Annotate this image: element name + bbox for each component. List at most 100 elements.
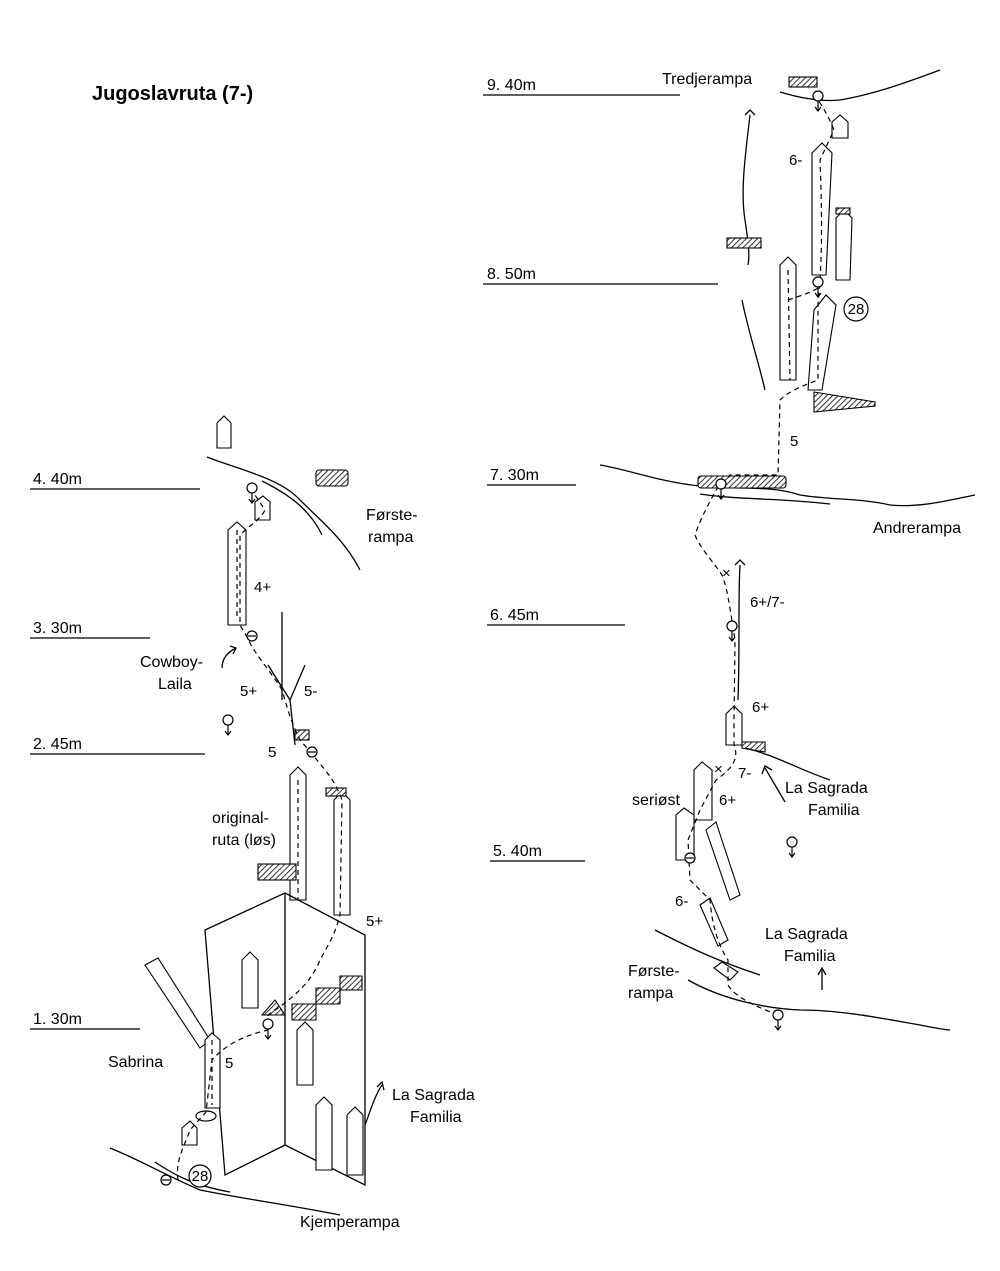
kjemperampa-ledge — [109, 1147, 341, 1216]
forsterampa-top-ledge — [206, 456, 361, 571]
roof-overhang-icon — [339, 975, 363, 991]
bolt-count-badge — [843, 296, 869, 322]
bolt-icon — [160, 1174, 172, 1186]
grade-label: 7- — [738, 765, 751, 782]
grade-label: 5+ — [366, 913, 383, 930]
grade-label: 6+/7- — [750, 594, 785, 611]
route-name: La Sagrada — [765, 926, 848, 943]
roof-overhang-icon — [726, 237, 762, 249]
crack-icon — [333, 791, 351, 916]
belay-anchor-icon — [786, 836, 798, 858]
crack-icon — [831, 114, 849, 139]
belay-anchor-icon — [222, 714, 234, 736]
grade-label: 6+ — [752, 699, 769, 716]
crack-line — [741, 299, 766, 391]
tredjerampa-ledge — [779, 69, 941, 102]
route-path — [687, 99, 835, 1016]
crack-icon — [227, 521, 247, 626]
crack-icon — [835, 209, 853, 281]
crack-icon — [675, 807, 695, 861]
crack-icon — [807, 294, 837, 391]
ledge-name: rampa — [368, 529, 413, 546]
roof-overhang-icon — [257, 863, 297, 881]
grade-label: 5+ — [240, 683, 257, 700]
crack-fork — [267, 664, 306, 702]
roof-overhang-icon — [697, 475, 787, 489]
belay-anchor-icon — [772, 1009, 784, 1031]
route-name: Cowboy- — [140, 654, 203, 671]
grade-label: 4+ — [254, 579, 271, 596]
grade-label: 6- — [789, 152, 802, 169]
route-name: original- — [212, 810, 269, 827]
crack-line — [742, 114, 751, 266]
roof-overhang-icon — [260, 999, 287, 1016]
route-name: Laila — [158, 676, 192, 693]
belay-anchor-icon — [262, 1018, 274, 1040]
bolt-count-text: 28 — [848, 301, 865, 318]
roof-overhang-icon — [315, 987, 341, 1005]
crack-icon — [811, 142, 833, 276]
crack-line — [737, 564, 741, 701]
belay-anchor-icon — [812, 276, 824, 298]
pitch-label-1: 1. 30m — [33, 1011, 82, 1028]
belay-anchor-icon — [726, 620, 738, 642]
bolt-icon — [246, 630, 258, 642]
ledge-name: Tredjerampa — [662, 71, 752, 88]
bolt-count-text: 28 — [192, 1168, 209, 1185]
pitch-label-7: 7. 30m — [490, 467, 539, 484]
pitch-label-3: 3. 30m — [33, 620, 82, 637]
route-name: La Sagrada — [785, 780, 868, 797]
arrow-icon — [364, 1084, 383, 1126]
roof-overhang-icon — [291, 1003, 317, 1021]
belay-anchor-icon — [246, 482, 258, 504]
ledge-name: Kjemperampa — [300, 1214, 400, 1231]
bolt-icon — [306, 746, 318, 758]
pitch-label-8: 8. 50m — [487, 266, 536, 283]
crack-icon — [346, 1106, 364, 1176]
forsterampa-low-ledge — [654, 929, 761, 976]
crack-icon — [315, 1096, 333, 1171]
forsterampa-top-ledge-inner — [261, 480, 323, 536]
crack-icon — [779, 256, 797, 381]
belay-anchor-icon — [812, 90, 824, 112]
arrow-icon — [764, 767, 786, 803]
route-name: ruta (løs) — [212, 832, 276, 849]
bolt-icon — [684, 852, 696, 864]
pitch-label-2: 2. 45m — [33, 736, 82, 753]
roof-overhang-icon — [325, 787, 347, 797]
pitch-label-5: 5. 40m — [493, 843, 542, 860]
ledge-name: Andrerampa — [873, 520, 961, 537]
crack-icon — [241, 951, 259, 1009]
crack-icon — [216, 415, 232, 449]
andrerampa-ledge — [599, 464, 976, 507]
crack-icon — [254, 495, 271, 521]
roof-overhang-icon — [315, 469, 349, 487]
crack-icon — [705, 821, 741, 901]
route-name: Familia — [808, 802, 860, 819]
ledge-name: Første- — [628, 963, 680, 980]
grade-label: 6+ — [719, 792, 736, 809]
pitch-label-9: 9. 40m — [487, 77, 536, 94]
roof-overhang-icon — [741, 741, 766, 753]
route-name: Familia — [784, 948, 836, 965]
grade-label: 5 — [790, 433, 798, 450]
topo-title: Jugoslavruta (7-) — [92, 83, 253, 105]
ledge-name: Første- — [366, 507, 418, 524]
roof-overhang-icon — [294, 729, 310, 741]
grade-label: 5 — [225, 1055, 233, 1072]
route-path — [176, 494, 343, 1181]
route-note: seriøst — [632, 792, 681, 809]
grade-label: 6- — [675, 893, 688, 910]
route-name: Familia — [410, 1109, 462, 1126]
pitch-label-6: 6. 45m — [490, 607, 539, 624]
crack-icon — [144, 957, 211, 1049]
route-name: Sabrina — [108, 1054, 163, 1071]
grade-label: 5 — [268, 744, 276, 761]
grade-label: 5- — [304, 683, 317, 700]
bolt-count-badge — [188, 1164, 212, 1188]
crack-icon — [296, 1021, 314, 1086]
pitch-label-4: 4. 40m — [33, 471, 82, 488]
ledge-name: rampa — [628, 985, 673, 1002]
roof-overhang-icon — [813, 391, 876, 413]
